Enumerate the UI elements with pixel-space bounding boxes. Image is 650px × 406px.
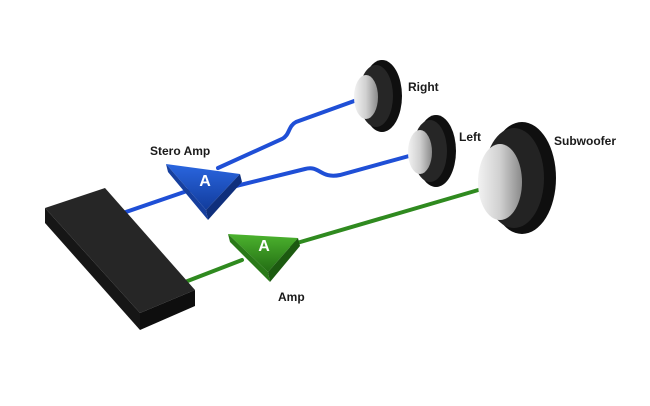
label-right: Right <box>408 80 439 94</box>
speaker-subwoofer-icon <box>478 122 556 234</box>
stereo-amp-letter: A <box>199 173 211 190</box>
head-unit <box>45 188 195 330</box>
speaker-right-icon <box>354 60 402 132</box>
cable-stereo-amp-to-left <box>234 151 422 188</box>
cable-stereo-amp-to-right <box>216 94 370 170</box>
cable-headunit-to-amp <box>183 258 244 284</box>
speaker-left-icon <box>408 115 456 187</box>
label-stereo-amp: Stero Amp <box>150 144 211 158</box>
cable-amp-to-subwoofer <box>288 184 494 247</box>
amp-letter: A <box>258 238 270 255</box>
stereo-amp-icon: A <box>166 164 242 220</box>
cable-headunit-to-stereo-amp <box>118 188 192 216</box>
label-left: Left <box>459 130 481 144</box>
label-amp: Amp <box>278 290 305 304</box>
amp-icon: A <box>228 234 300 282</box>
label-subwoofer: Subwoofer <box>554 134 616 148</box>
